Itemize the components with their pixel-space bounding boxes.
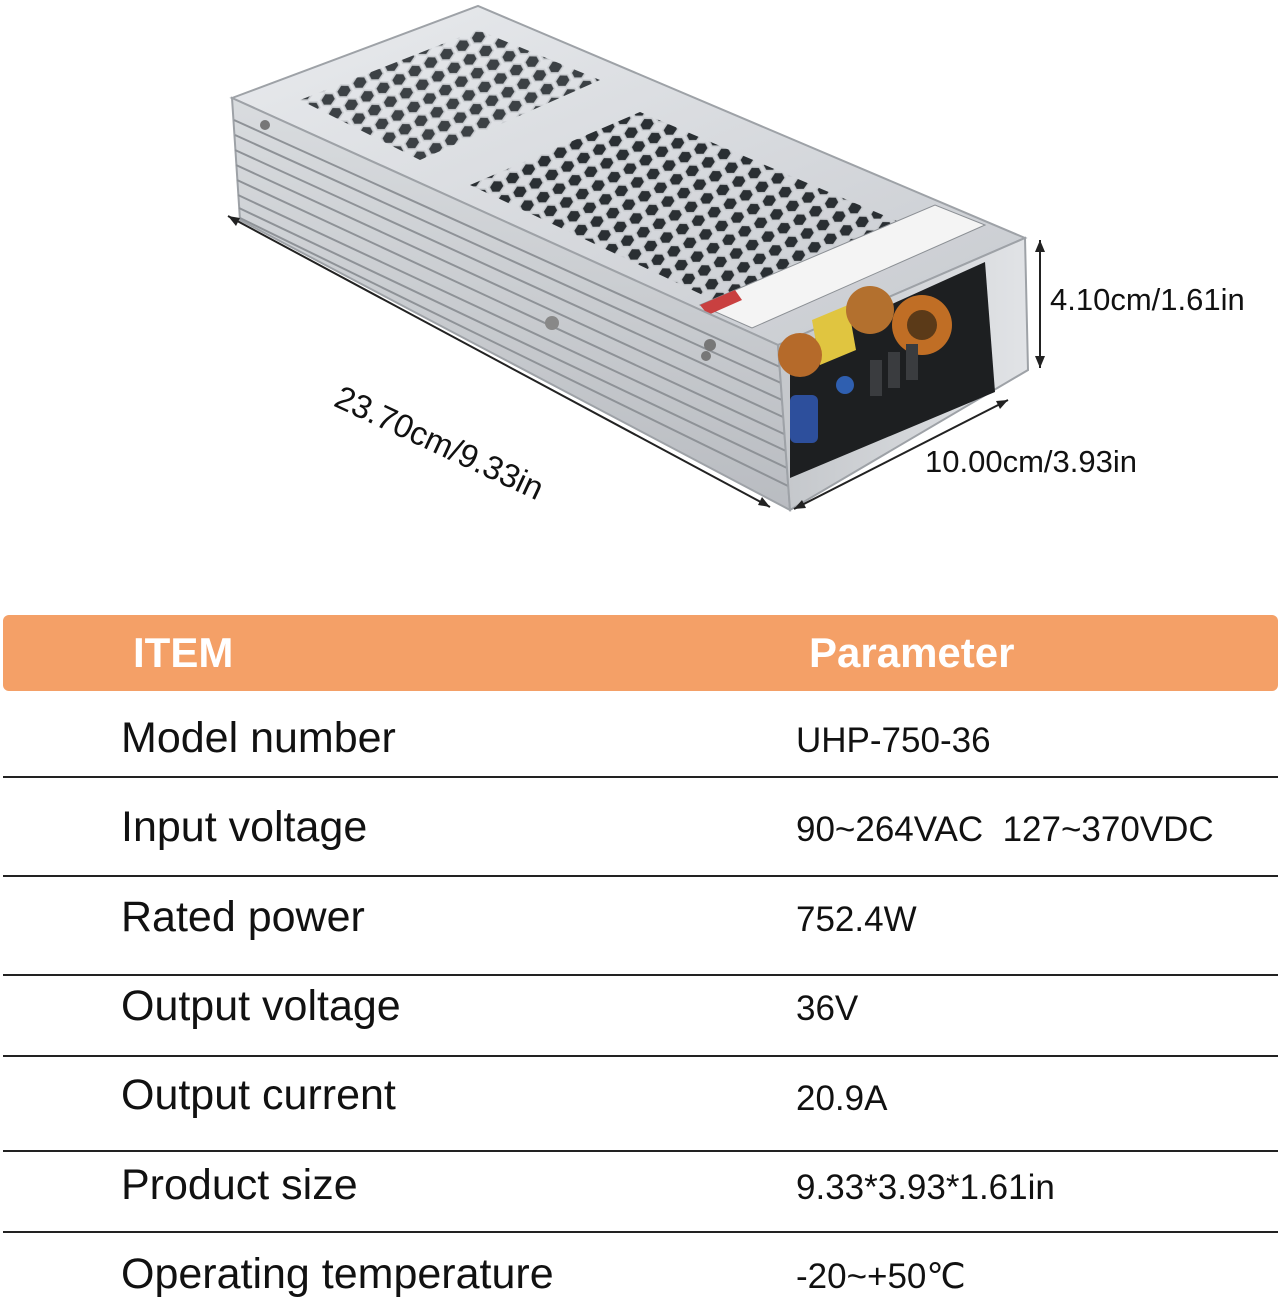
row-value: 20.9A — [796, 1079, 888, 1118]
row-value: UHP-750-36 — [796, 721, 991, 760]
row-label: Model number — [121, 714, 396, 762]
row-divider — [3, 776, 1278, 778]
table-row: Rated power 752.4W — [3, 893, 1278, 953]
row-divider — [3, 974, 1278, 976]
table-row: Operating temperature -20~+50℃ — [3, 1250, 1278, 1303]
item-column-header: ITEM — [133, 629, 234, 676]
table-row: Model number UHP-750-36 — [3, 712, 1278, 772]
product-image: 23.70cm/9.33in 10.00cm/3.93in 4.10cm/1.6… — [0, 0, 1280, 560]
row-label: Input voltage — [121, 803, 368, 851]
parameter-column-header: Parameter — [809, 629, 1015, 676]
table-row: Input voltage 90~264VAC 127~370VDC — [3, 803, 1278, 863]
spec-table-header: ITEM Parameter — [3, 615, 1278, 691]
row-label: Output voltage — [121, 982, 401, 1030]
power-supply-icon — [227, 4, 1045, 512]
row-value: 752.4W — [796, 900, 917, 939]
row-divider — [3, 1055, 1278, 1057]
row-label: Operating temperature — [121, 1250, 554, 1298]
table-row: Product size 9.33*3.93*1.61in — [3, 1161, 1278, 1221]
row-value: 90~264VAC 127~370VDC — [796, 810, 1214, 849]
table-row: Output current 20.9A — [3, 1071, 1278, 1131]
row-value: 36V — [796, 989, 859, 1028]
row-divider — [3, 875, 1278, 877]
table-row: Output voltage 36V — [3, 982, 1278, 1042]
row-divider — [3, 1150, 1278, 1152]
row-label: Output current — [121, 1071, 396, 1119]
row-value: 9.33*3.93*1.61in — [796, 1168, 1055, 1207]
width-dimension-label: 10.00cm/3.93in — [925, 444, 1137, 479]
height-dimension-label: 4.10cm/1.61in — [1050, 282, 1245, 317]
row-value: -20~+50℃ — [796, 1257, 966, 1296]
row-label: Rated power — [121, 893, 365, 941]
row-label: Product size — [121, 1161, 358, 1209]
row-divider — [3, 1231, 1278, 1233]
